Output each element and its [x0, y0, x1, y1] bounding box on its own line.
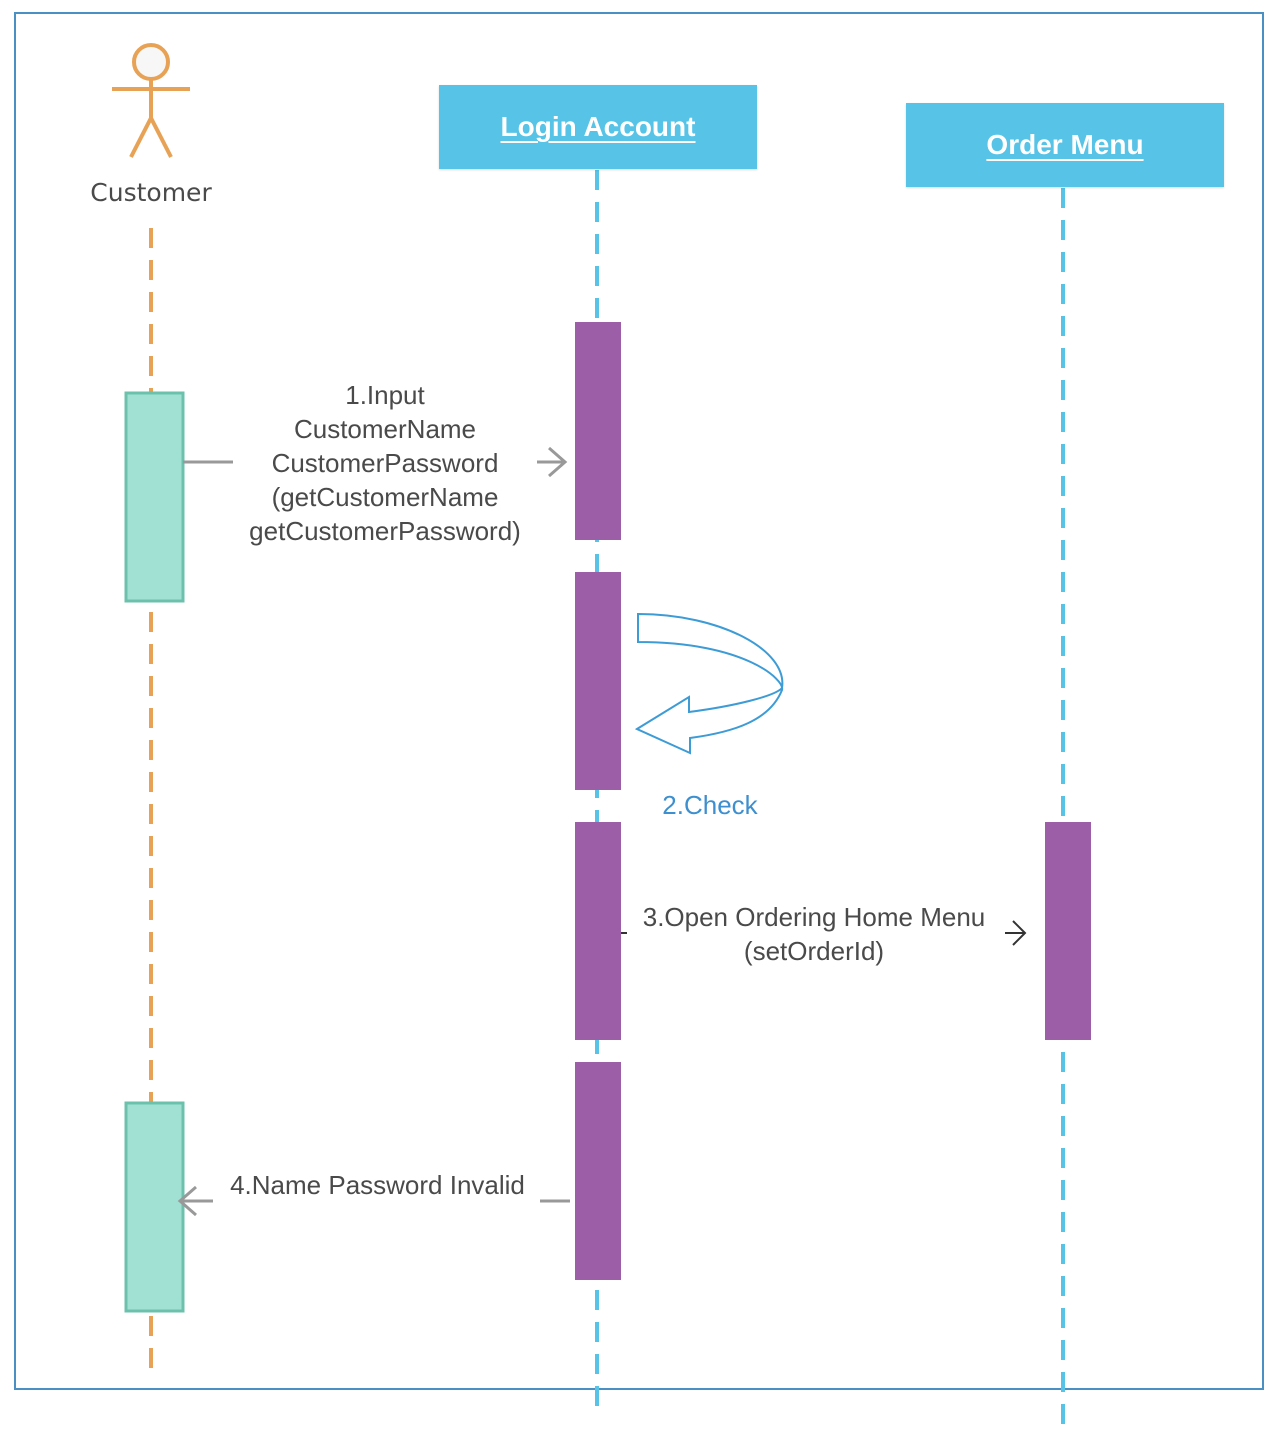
message-3-label: 3.Open Ordering Home Menu (setOrderId): [624, 900, 1004, 968]
message-4-label: 4.Name Password Invalid: [230, 1170, 525, 1200]
login-activation-2: [575, 572, 621, 790]
login-account-title: Login Account: [500, 111, 696, 142]
customer-activation-2: [124, 1101, 185, 1313]
message-1-line-4: (getCustomerName: [271, 482, 499, 512]
message-1-arrow: [183, 446, 568, 478]
message-3-line-1: 3.Open Ordering Home Menu: [642, 902, 986, 932]
message-2-label: 2.Check: [662, 790, 758, 820]
message-3-line-2: (setOrderId): [743, 936, 885, 966]
login-activation-4: [575, 1062, 621, 1280]
order-menu-title: Order Menu: [986, 129, 1144, 160]
login-activation-3: [575, 822, 621, 1040]
actor-name: Customer: [90, 178, 212, 207]
message-1-line-1: 1.Input: [345, 380, 425, 410]
order-activation-1: [1045, 822, 1091, 1040]
diagram-frame: [14, 12, 1264, 1390]
login-account-box: Login Account: [439, 85, 757, 169]
order-menu-box: Order Menu: [906, 103, 1224, 187]
self-message-arrow: [634, 612, 784, 755]
message-1-line-2: CustomerName: [293, 414, 477, 444]
message-4-arrow: [177, 1185, 570, 1217]
message-1-line-3: CustomerPassword: [271, 448, 499, 478]
login-activation-1: [575, 322, 621, 540]
actor-figure: [112, 43, 190, 158]
customer-activation-1: [124, 391, 185, 603]
message-3-arrow: [621, 920, 1027, 946]
message-1-label: 1.Input CustomerName CustomerPassword (g…: [235, 378, 535, 548]
message-1-line-5: getCustomerPassword): [249, 516, 521, 546]
